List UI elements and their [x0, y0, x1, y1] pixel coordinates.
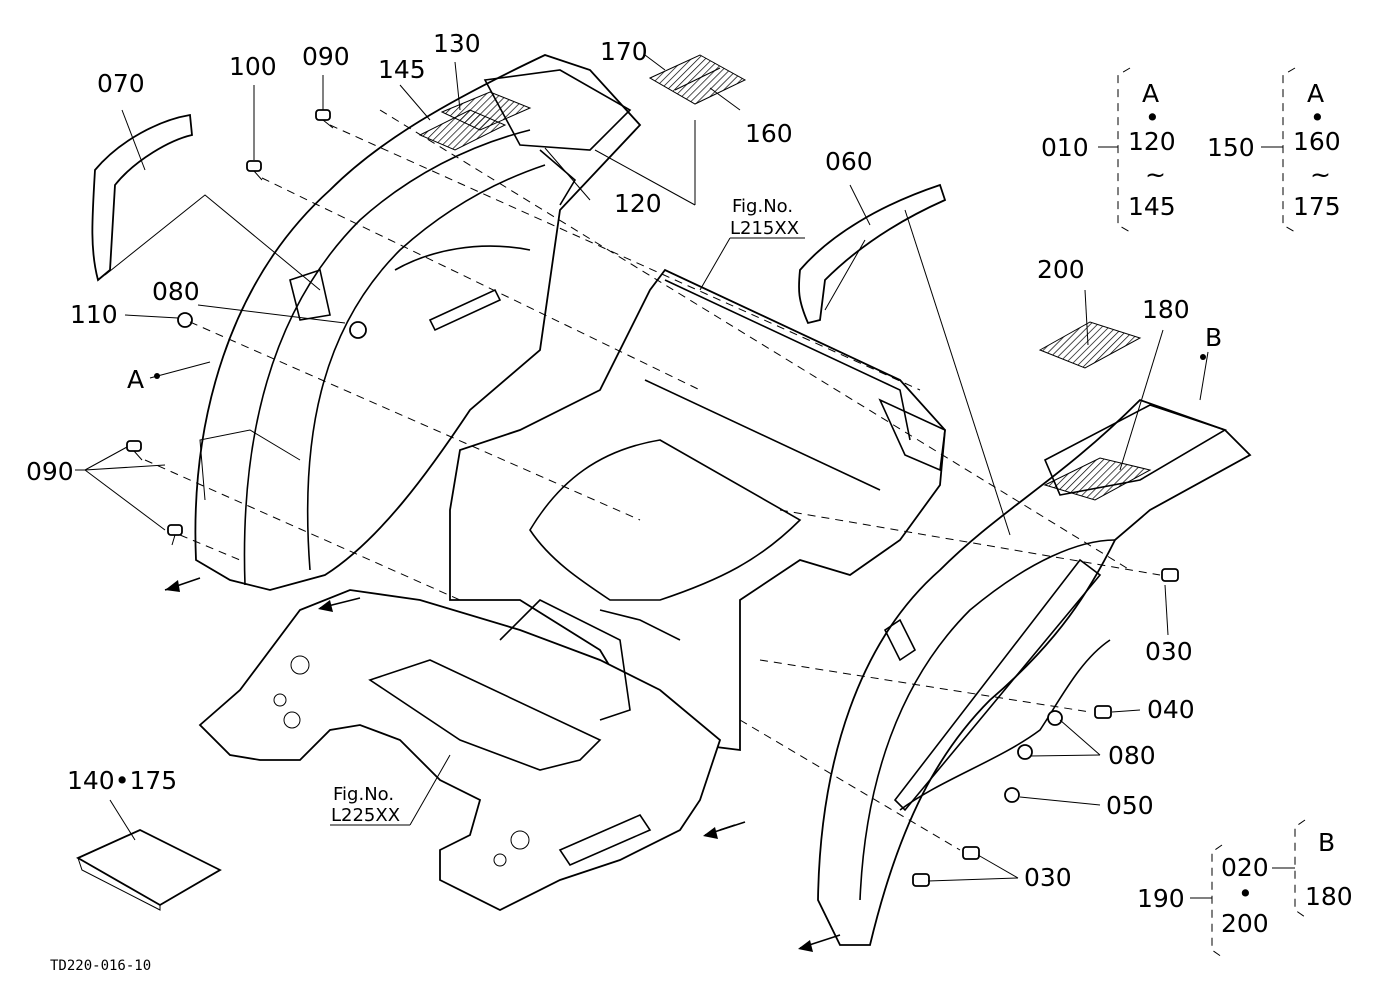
bolt-030-right: [1161, 568, 1179, 582]
bolt-040: [1094, 705, 1112, 719]
fig-upper-label: Fig.No.: [732, 196, 793, 217]
label-110: 110: [70, 300, 118, 329]
label-070: 070: [97, 69, 145, 98]
label-200: 200: [1037, 255, 1085, 284]
diagram-code: TD220-016-10: [50, 958, 151, 974]
legend-190-sep: •: [1238, 879, 1253, 908]
grip-060: [798, 183, 947, 325]
sticker-130: [440, 91, 532, 131]
direction-arrows: [164, 577, 841, 952]
label-100: 100: [229, 52, 277, 81]
sticker-200: [1038, 321, 1142, 369]
label-030-bottom: 030: [1024, 863, 1072, 892]
bolt-100: [246, 160, 263, 181]
legend-190-ref: B: [1318, 828, 1335, 857]
label-ref-A: A: [127, 365, 144, 394]
label-170: 170: [600, 37, 648, 66]
floor-plate: [198, 589, 722, 912]
washer-110: [177, 312, 193, 328]
legend-010-tilde: ~: [1145, 160, 1166, 189]
label-120: 120: [614, 189, 662, 218]
legend-190-c: 180: [1305, 882, 1353, 911]
fig-lower-number: L225XX: [331, 805, 400, 826]
mat-140-175: [76, 829, 222, 907]
legend-150-sep: •: [1310, 103, 1325, 132]
label-050: 050: [1106, 791, 1154, 820]
legend-150-to: 175: [1293, 192, 1341, 221]
legend-010-ref: A: [1142, 79, 1159, 108]
bolt-090-a: [126, 440, 143, 461]
fig-lower-label: Fig.No.: [333, 784, 394, 805]
label-130: 130: [433, 29, 481, 58]
label-145: 145: [378, 55, 426, 84]
legend-010-part: 010: [1041, 133, 1089, 162]
grip-070: [91, 113, 193, 282]
label-030-right: 030: [1145, 637, 1193, 666]
label-080-right: 080: [1108, 741, 1156, 770]
bolt-030-b: [912, 873, 930, 887]
sticker-180: [1043, 457, 1152, 501]
label-040: 040: [1147, 695, 1195, 724]
label-060: 060: [825, 147, 873, 176]
right-fender: [817, 398, 1252, 946]
left-fender: [194, 54, 642, 591]
washer-050: [1004, 787, 1020, 803]
legend-190-a: 020: [1221, 853, 1269, 882]
legend-010-to: 145: [1128, 192, 1176, 221]
label-140-175: 140•175: [67, 766, 177, 795]
legend-190-part: 190: [1137, 884, 1185, 913]
leader-lines: [75, 54, 1209, 882]
label-090-top: 090: [302, 42, 350, 71]
label-ref-B: B: [1205, 323, 1222, 352]
legend-150-from: 160: [1293, 127, 1341, 156]
label-160: 160: [745, 119, 793, 148]
washer-080-b: [1017, 744, 1033, 760]
legend-150-part: 150: [1207, 133, 1255, 162]
label-090-left: 090: [26, 457, 74, 486]
label-180: 180: [1142, 295, 1190, 324]
legend-150-tilde: ~: [1310, 160, 1331, 189]
bolt-090-b: [167, 524, 183, 546]
legend-010-from: 120: [1128, 127, 1176, 156]
legend-190-b: 200: [1221, 909, 1269, 938]
label-080-left: 080: [152, 277, 200, 306]
legend-010-sep: •: [1145, 103, 1160, 132]
washer-080-left: [349, 321, 367, 339]
fig-upper-number: L215XX: [730, 218, 799, 239]
assembly-lines: [144, 109, 1161, 851]
washer-080-a: [1047, 710, 1063, 726]
bolt-030-a: [962, 846, 980, 860]
legend-brackets: [1098, 67, 1306, 958]
legend-150-ref: A: [1307, 79, 1324, 108]
